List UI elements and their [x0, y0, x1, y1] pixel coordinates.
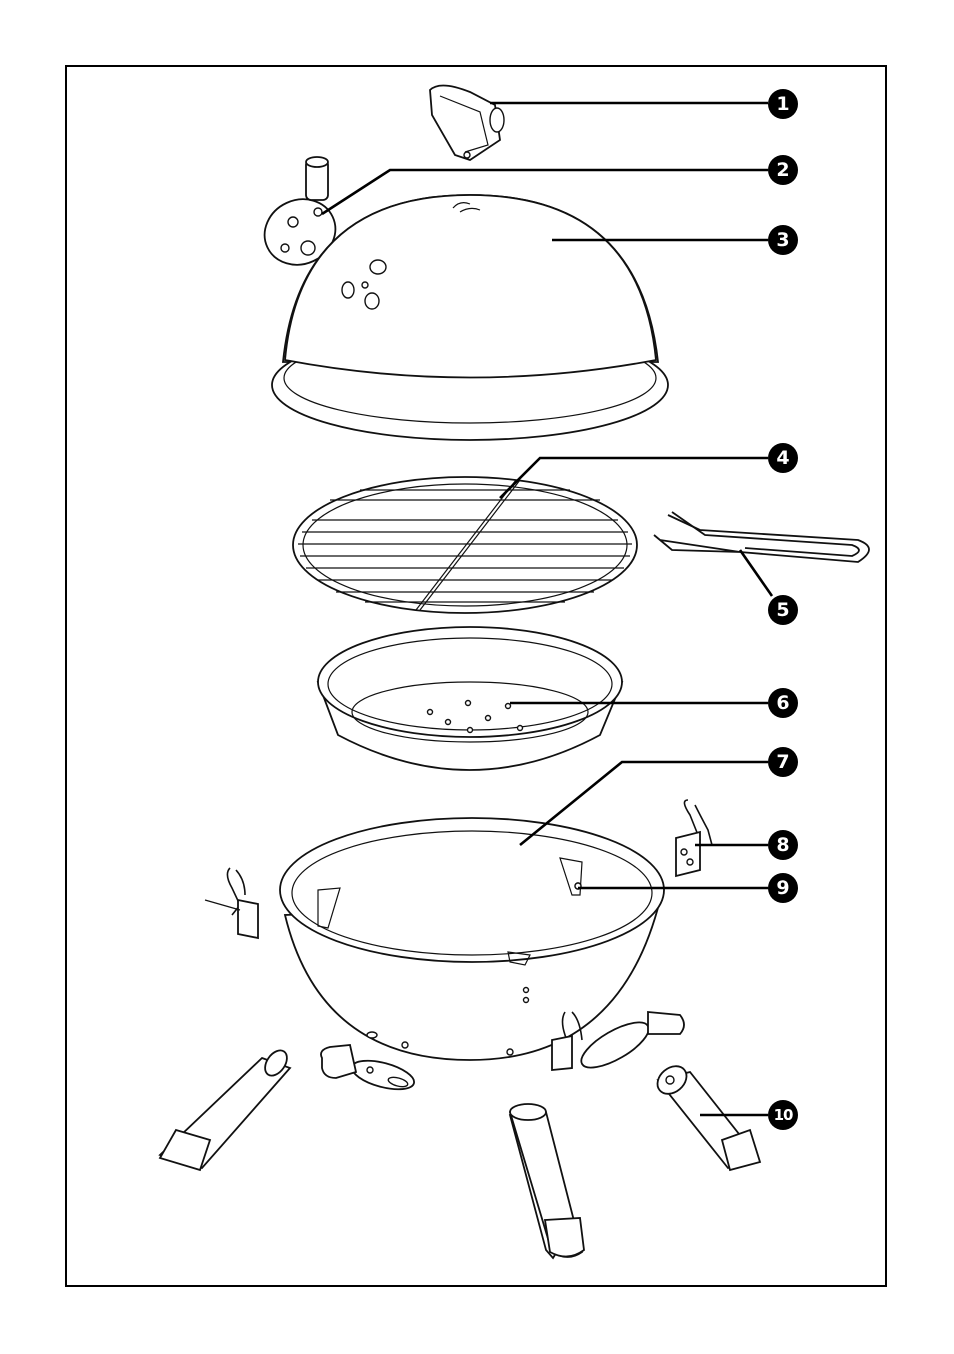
- cooking-grate-part: [293, 477, 637, 613]
- callout-badge-3: 3: [768, 225, 798, 255]
- callout-badge-6: 6: [768, 688, 798, 718]
- callout-badge-9: 9: [768, 873, 798, 903]
- callout-badge-7: 7: [768, 747, 798, 777]
- callout-badge-1: 1: [768, 89, 798, 119]
- grate-lifter-part: [654, 512, 869, 562]
- kettle-bowl-part: [280, 818, 664, 1060]
- callout-badge-10: 10: [768, 1100, 798, 1130]
- callout-badge-5: 5: [768, 595, 798, 625]
- callout-badge-2: 2: [768, 155, 798, 185]
- callout-badge-8: 8: [768, 830, 798, 860]
- legs-part: [160, 1046, 760, 1258]
- callout-badge-4: 4: [768, 443, 798, 473]
- charcoal-pan-part: [318, 627, 622, 770]
- lid-handle-part: [430, 85, 504, 160]
